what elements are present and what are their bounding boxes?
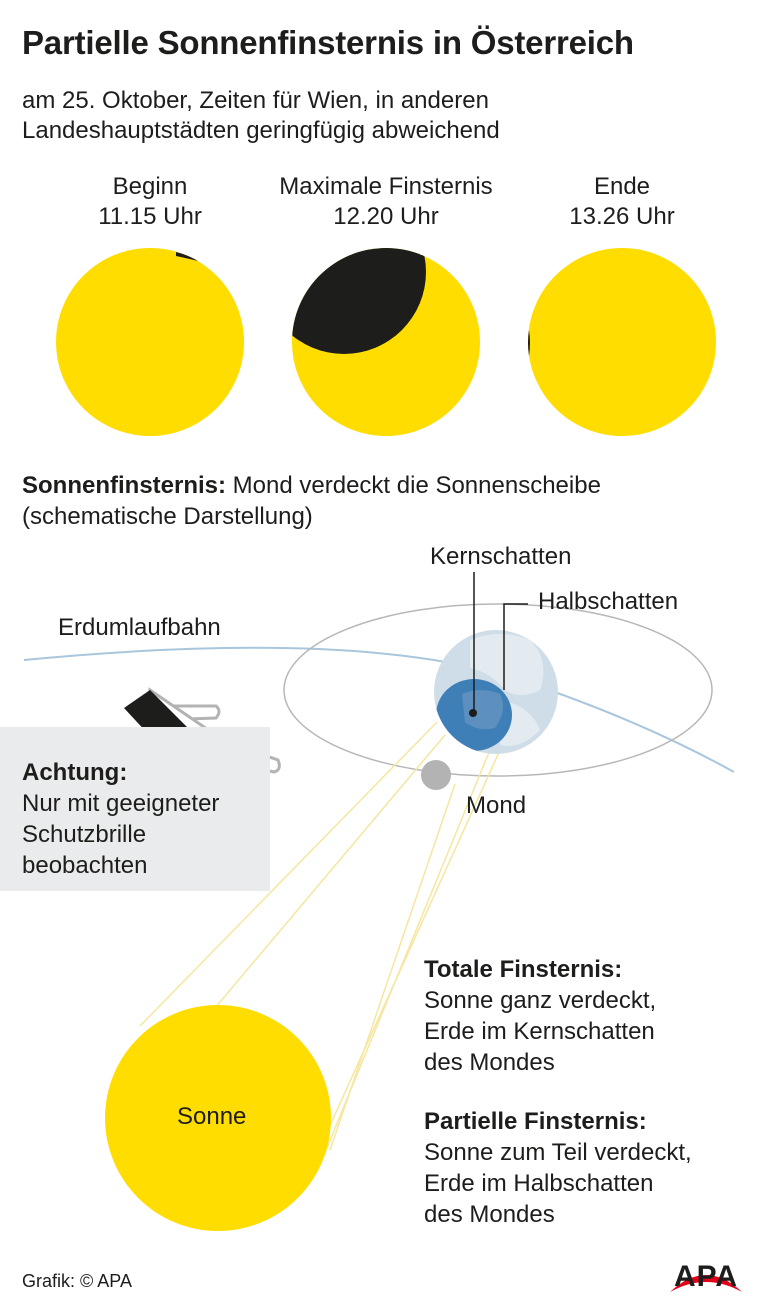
page-subtitle: am 25. Oktober, Zeiten für Wien, in ande… — [22, 86, 742, 146]
subtitle-line-2: Landeshauptstädten geringfügig abweichen… — [22, 117, 500, 144]
moon-body — [421, 760, 451, 790]
total-line: Erde im Kernschatten — [424, 1018, 655, 1045]
phase-label: Ende — [593, 173, 651, 200]
apa-logo: APA — [664, 1258, 748, 1294]
warning-line: beobachten — [22, 852, 148, 879]
umbra-point — [469, 709, 477, 717]
phase-label: Beginn — [112, 173, 188, 200]
sun-body — [105, 1005, 331, 1231]
total-heading: Totale Finsternis: — [424, 956, 623, 983]
phase-beginn: Beginn 11.15 Uhr — [10, 172, 290, 232]
total-eclipse-note: Totale Finsternis: Sonne ganz verdeckt, … — [424, 954, 656, 1078]
moon-label: Mond — [466, 792, 527, 819]
phase-disc-maximum — [292, 248, 480, 436]
partial-line: des Mondes — [424, 1201, 555, 1228]
phase-maximum: Maximale Finsternis 12.20 Uhr — [246, 172, 526, 232]
credit-line: Grafik: © APA — [22, 1271, 132, 1291]
phase-ende: Ende 13.26 Uhr — [482, 172, 762, 232]
partial-eclipse-note: Partielle Finsternis: Sonne zum Teil ver… — [424, 1106, 692, 1230]
section-text: Mond verdeckt die Sonnenscheibe — [226, 472, 601, 499]
total-line: Sonne ganz verdeckt, — [424, 987, 657, 1014]
warning-line: Nur mit geeigneter — [22, 790, 220, 817]
phase-time: 11.15 Uhr — [98, 203, 202, 230]
total-line: des Mondes — [424, 1049, 555, 1076]
phase-disc-beginn — [56, 248, 244, 436]
phase-disc-ende — [528, 248, 716, 436]
light-rays — [139, 721, 511, 1161]
page-title: Partielle Sonnenfinsternis in Österreich — [22, 24, 634, 61]
apa-logo-text: APA — [673, 1260, 739, 1293]
section-bold: Sonnenfinsternis: — [22, 472, 227, 499]
subtitle-line-1: am 25. Oktober, Zeiten für Wien, in ande… — [22, 87, 489, 114]
apa-logo-swoosh — [670, 1275, 742, 1292]
partial-line: Sonne zum Teil verdeckt, — [424, 1139, 692, 1166]
earth-globe — [434, 630, 558, 754]
moon-bite-beginn — [176, 252, 198, 261]
halbschatten-pointer — [503, 603, 528, 690]
moon-shadow-maximum — [292, 248, 426, 354]
sun-label: Sonne — [177, 1103, 247, 1130]
orbit-label: Erdumlaufbahn — [58, 614, 221, 641]
halbschatten-label: Halbschatten — [538, 588, 679, 615]
kernschatten-label: Kernschatten — [430, 543, 572, 570]
moon-bite-ende — [528, 330, 530, 356]
phase-time: 13.26 Uhr — [569, 203, 675, 230]
phase-time: 12.20 Uhr — [333, 203, 439, 230]
warning-box — [0, 727, 270, 891]
moon-orbit-ellipse — [283, 603, 713, 777]
warning-line: Schutzbrille — [22, 821, 147, 848]
section-heading: Sonnenfinsternis: Mond verdeckt die Sonn… — [22, 470, 601, 532]
warning-text: Achtung: Nur mit geeigneter Schutzbrille… — [22, 757, 219, 881]
warning-heading: Achtung: — [22, 759, 128, 786]
section-line2: (schematische Darstellung) — [22, 503, 313, 530]
phase-label: Maximale Finsternis — [279, 173, 493, 200]
partial-line: Erde im Halbschatten — [424, 1170, 654, 1197]
partial-heading: Partielle Finsternis: — [424, 1108, 647, 1135]
